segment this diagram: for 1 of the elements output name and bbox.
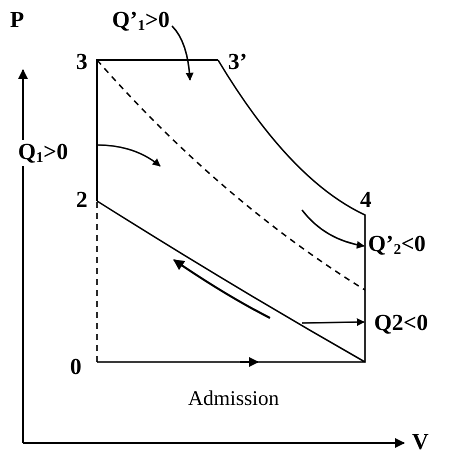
heat-label: Q$_{1}$>0 bbox=[18, 140, 68, 166]
